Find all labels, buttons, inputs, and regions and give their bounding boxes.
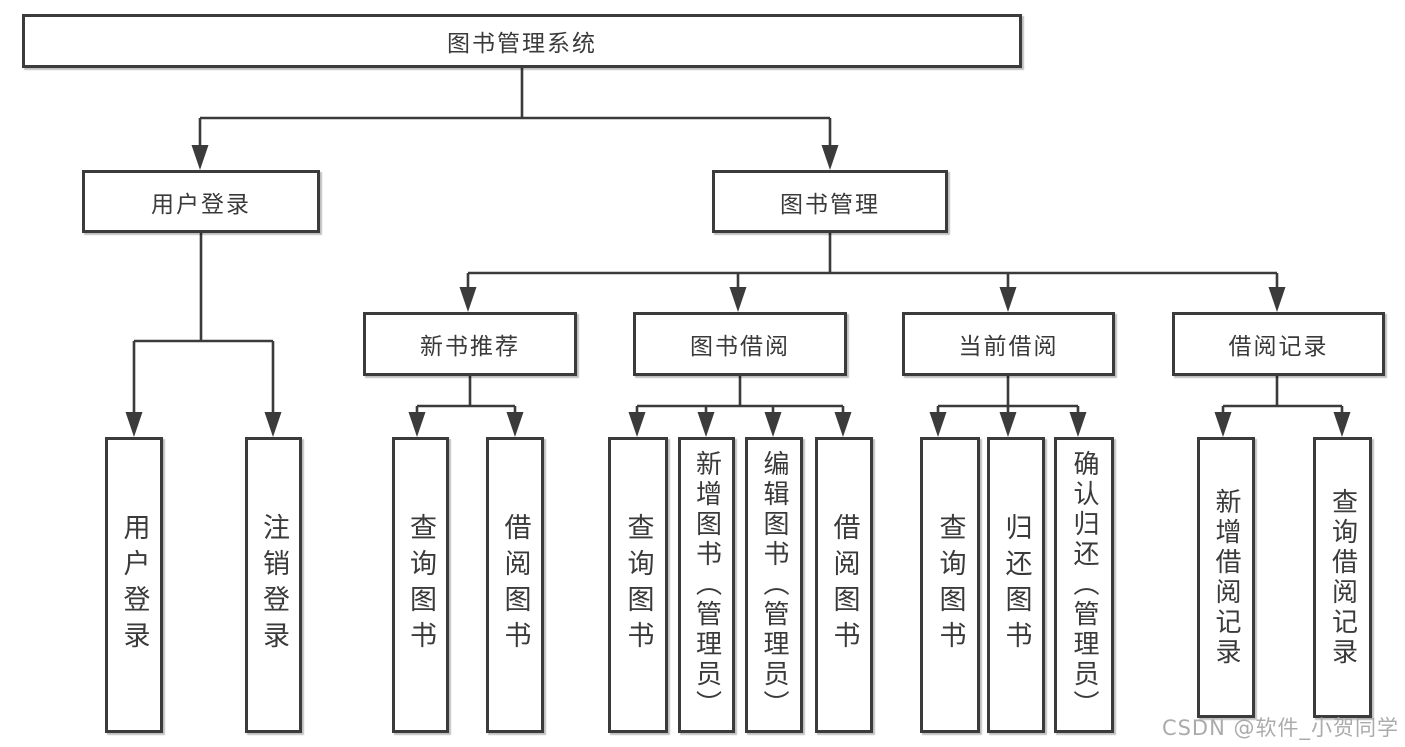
leaf-borrow-add-books-admin: 新增图书（管理员） [678,437,735,733]
leaf-current-return-books: 归还图书 [987,437,1045,733]
leaf-newbook-query-books: 查询图书 [392,437,449,733]
node-label: 借阅图书 [499,513,531,657]
node-new-book-recommend: 新书推荐 [363,312,577,376]
node-label: 借阅记录 [1228,334,1329,360]
node-label: 查询图书 [934,513,966,657]
node-label: 确认归还（管理员） [1069,450,1099,720]
node-label: 新增图书（管理员） [691,450,722,720]
node-label: 用户登录 [118,513,150,657]
node-label: 图书管理 [780,191,880,218]
node-label: 用户登录 [151,191,251,218]
node-label: 查询图书 [622,513,654,657]
node-label: 查询图书 [405,513,436,657]
node-label: 当前借阅 [958,334,1059,360]
node-borrow-records: 借阅记录 [1172,312,1385,376]
csdn-watermark: CSDN @软件_小贺同学 [1161,716,1399,740]
node-label: 编辑图书（管理员） [759,450,789,720]
leaf-current-query-books: 查询图书 [920,437,980,733]
leaf-borrow-borrow-books: 借阅图书 [815,437,873,733]
node-library-system: 图书管理系统 [22,14,1022,68]
node-book-borrowing: 图书借阅 [633,312,847,376]
node-label: 注销登录 [258,513,289,657]
leaf-current-confirm-return-admin: 确认归还（管理员） [1054,437,1114,733]
leaf-borrow-edit-books-admin: 编辑图书（管理员） [745,437,803,733]
leaf-newbook-borrow-books: 借阅图书 [486,437,544,733]
node-label: 新增借阅记录 [1211,487,1241,668]
leaf-user-login: 用户登录 [105,437,163,733]
node-label: 归还图书 [1000,513,1032,657]
node-label: 查询借阅记录 [1327,487,1358,668]
node-label: 新书推荐 [420,334,520,360]
leaf-records-add-record: 新增借阅记录 [1197,437,1255,718]
leaf-records-query-record: 查询借阅记录 [1313,437,1372,718]
node-label: 图书管理系统 [447,31,597,57]
node-label: 借阅图书 [828,513,860,657]
node-user-login: 用户登录 [82,170,320,233]
leaf-logout: 注销登录 [245,437,302,733]
node-label: 图书借阅 [690,334,790,360]
leaf-borrow-query-books: 查询图书 [608,437,668,733]
node-current-borrowing: 当前借阅 [902,312,1115,376]
node-book-management: 图书管理 [712,170,948,233]
